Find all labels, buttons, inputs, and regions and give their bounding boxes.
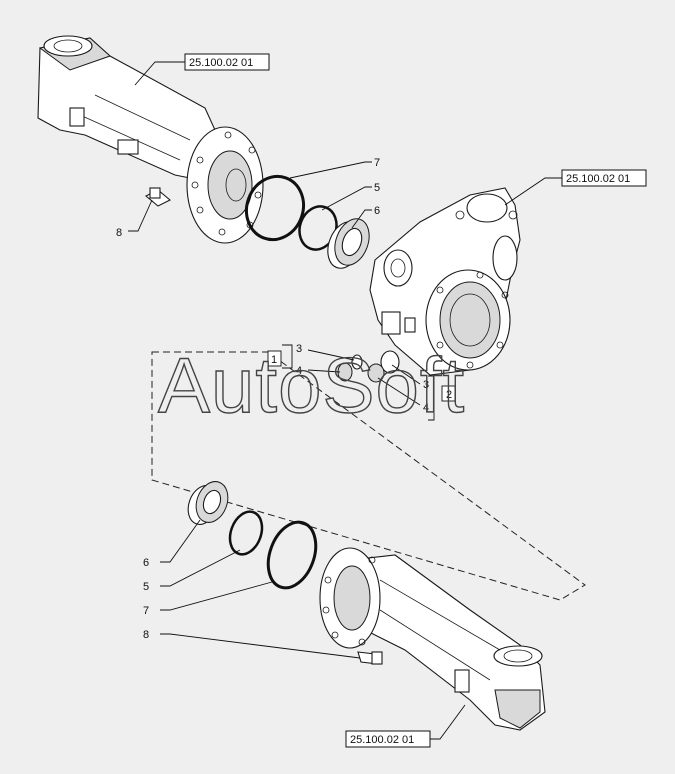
callout-bot-5: 5 — [143, 581, 149, 593]
ref-box-bottom[interactable]: 25.100.02 01 — [345, 730, 431, 748]
leader-mid-3a — [307, 349, 355, 361]
watermark-text: AutoSoft — [158, 341, 465, 429]
callout-box-2[interactable]: 2 — [441, 385, 456, 402]
callout-mid-4a: 4 — [296, 365, 302, 377]
leader-top-7 — [289, 161, 372, 179]
leader-mid-bracket — [428, 375, 435, 421]
o-ring-large-top — [245, 174, 305, 242]
callout-top-7: 7 — [374, 157, 380, 169]
axle-housing-top — [37, 35, 264, 244]
bearing-top — [327, 218, 370, 269]
bolt-top — [145, 187, 171, 207]
leader-ref-middle-right — [504, 177, 562, 206]
callout-box-1[interactable]: 1 — [267, 350, 282, 367]
leader-bot-5 — [160, 549, 241, 587]
ref-box-top-left-text: 25.100.02 01 — [189, 57, 253, 69]
leader-ref-top-left — [134, 61, 185, 86]
leader-mid-3b — [391, 364, 421, 385]
leader-bot-8 — [160, 633, 361, 659]
callout-bot-6: 6 — [143, 557, 149, 569]
fittings-right — [367, 350, 400, 383]
callout-top-6: 6 — [374, 205, 380, 217]
axle-housing-bottom — [319, 547, 546, 731]
leader-mid-4a — [307, 369, 341, 373]
ref-box-top-left[interactable]: 25.100.02 01 — [184, 53, 270, 71]
bearing-bottom — [187, 481, 229, 525]
assembly-dashed-outline — [151, 351, 586, 601]
leader-ref-bottom — [430, 704, 466, 740]
o-ring-large-bottom — [266, 520, 318, 590]
ref-box-bottom-text: 25.100.02 01 — [350, 734, 414, 746]
callout-bot-7: 7 — [143, 605, 149, 617]
leader-bot-7 — [160, 581, 273, 611]
callout-bot-8: 8 — [143, 629, 149, 641]
callout-mid-2: 2 — [446, 389, 452, 401]
o-ring-small-bottom — [228, 510, 264, 556]
leader-top-6 — [351, 209, 372, 229]
leader-mid-4b — [377, 377, 421, 406]
leader-top-5 — [321, 186, 372, 211]
center-housing — [369, 187, 521, 376]
leader-top-8 — [128, 199, 153, 232]
callout-mid-3b: 3 — [423, 379, 429, 391]
callout-top-8: 8 — [116, 227, 122, 239]
leader-mid-1 — [282, 344, 293, 369]
ref-box-middle-right-text: 25.100.02 01 — [566, 173, 630, 185]
callout-mid-1: 1 — [271, 354, 277, 366]
callout-mid-3a: 3 — [296, 343, 302, 355]
leader-bot-6 — [160, 519, 201, 563]
ref-box-middle-right[interactable]: 25.100.02 01 — [561, 169, 647, 187]
bolt-bottom — [357, 651, 383, 665]
callout-mid-4b: 4 — [423, 402, 429, 414]
callout-top-5: 5 — [374, 182, 380, 194]
